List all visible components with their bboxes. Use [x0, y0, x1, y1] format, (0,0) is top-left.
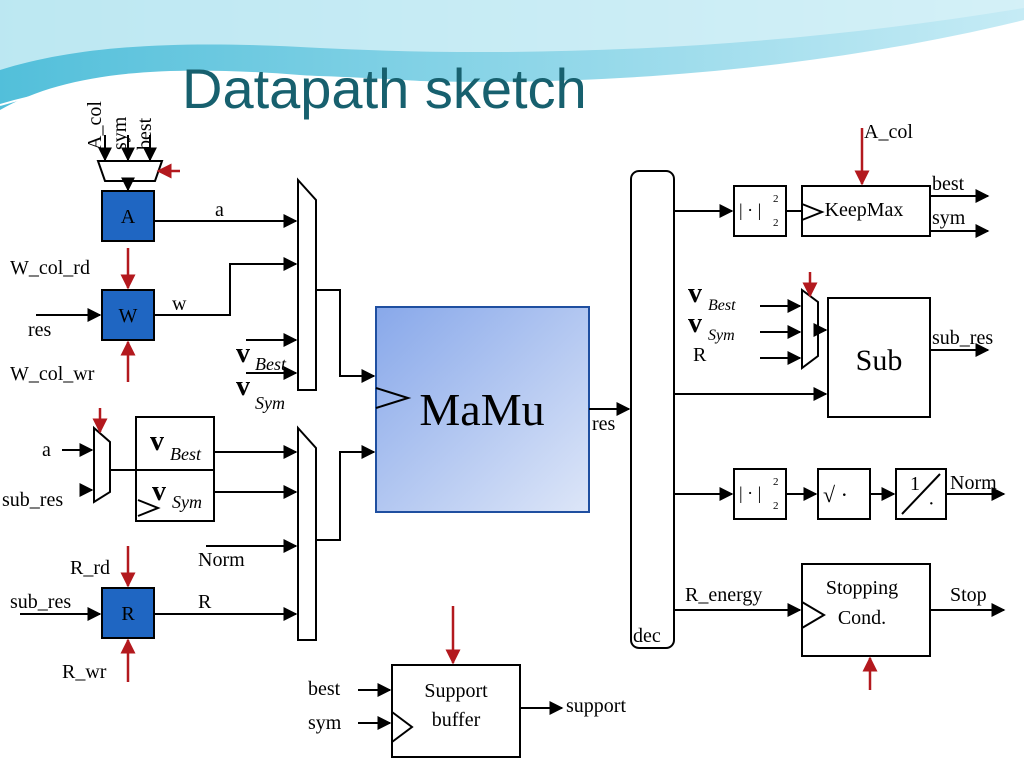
w-col-rd-label: W_col_rd [10, 257, 90, 279]
stopping-label-line2: Cond. [838, 607, 886, 629]
res-output-label: res [592, 413, 616, 435]
header-wave-decoration [0, 0, 1024, 110]
support-best-input-label: best [308, 678, 341, 700]
sym-output-label: sym [932, 207, 966, 229]
sub-res-r-input-label: sub_res [10, 591, 71, 613]
support-label-line1: Support [424, 680, 488, 702]
v-input-mux [93, 425, 111, 504]
sqrt-op: √ · [823, 482, 848, 507]
a-input-mux-group: A_col sym best [84, 101, 180, 192]
v-sym-subscript: Sym [255, 393, 285, 413]
stopping-cond-block [801, 563, 931, 657]
sub-res-mux-input-label: sub_res [2, 489, 63, 511]
dec-bus [630, 170, 675, 649]
a-mux-input-label: a [42, 439, 51, 461]
a-col-input-label: A_col [84, 101, 106, 150]
register-a-label: A [121, 206, 136, 228]
v-best-reg-symbol: v [150, 426, 164, 457]
norm-output-label: Norm [950, 472, 997, 494]
sub-input-mux [801, 288, 819, 370]
norm-op-1-sup: 2 [773, 193, 779, 205]
support-label-line2: buffer [432, 709, 481, 731]
v-sym-sub-subscript: Sym [708, 327, 735, 344]
r-energy-label: R_energy [685, 584, 762, 606]
norm-op-1-sub: 2 [773, 217, 779, 229]
register-r-label: R [121, 603, 135, 625]
signal-w-label: w [172, 293, 187, 315]
norm-op-2: | · | [739, 483, 761, 503]
signal-a-label: a [215, 199, 224, 221]
v-sym-reg-symbol: v [152, 476, 166, 507]
norm-op-2-sub: 2 [773, 500, 779, 512]
keepmax-a-col-label: A_col [864, 121, 913, 143]
stop-output-label: Stop [950, 584, 987, 606]
best-input-label: best [134, 117, 156, 150]
v-best-subscript: Best [255, 354, 287, 374]
mamu-label: MaMu [419, 384, 544, 435]
sub-res-output-label: sub_res [932, 327, 993, 349]
support-sym-input-label: sym [308, 712, 342, 734]
register-w-label: W [119, 305, 138, 327]
r-rd-label: R_rd [70, 557, 110, 579]
v-best-reg-subscript: Best [170, 444, 202, 464]
v-sym-reg-subscript: Sym [172, 492, 202, 512]
sub-block [827, 297, 931, 418]
stopping-label-line1: Stopping [826, 577, 898, 599]
upper-mux [297, 177, 317, 391]
sub-label: Sub [856, 344, 903, 377]
a-input-mux [96, 160, 164, 182]
norm-mux-input-label: Norm [198, 549, 245, 571]
mamu-block [375, 306, 590, 513]
keepmax-block [801, 185, 931, 237]
w-col-wr-label: W_col_wr [10, 363, 95, 385]
lower-mux [297, 425, 317, 641]
reciprocal-num: 1 [910, 473, 920, 495]
v-sym-symbol: v [236, 371, 250, 402]
support-buffer-block [391, 664, 521, 758]
r-mux-input-label: R [198, 591, 212, 613]
register-r [101, 587, 155, 639]
norm-op-2-sup: 2 [773, 476, 779, 488]
r-wr-label: R_wr [62, 661, 107, 683]
register-a [101, 190, 155, 242]
r-sub-input-label: R [693, 344, 707, 366]
dec-label: dec [633, 625, 661, 647]
slide-title: Datapath sketch [182, 57, 587, 120]
keepmax-label: KeepMax [825, 199, 904, 221]
best-output-label: best [932, 173, 965, 195]
norm-op-1: | · | [739, 200, 761, 220]
v-sym-sub-symbol: v [688, 308, 702, 339]
register-w [101, 289, 155, 341]
res-input-label: res [28, 319, 52, 341]
support-output-label: support [566, 695, 626, 717]
sym-input-label: sym [109, 116, 131, 150]
norm-squared-block-2 [733, 468, 787, 520]
v-best-sub-subscript: Best [708, 297, 736, 314]
norm-squared-block-1 [733, 185, 787, 237]
reciprocal-den: · [928, 493, 935, 515]
v-best-symbol: v [236, 338, 250, 369]
v-best-sub-symbol: v [688, 278, 702, 309]
